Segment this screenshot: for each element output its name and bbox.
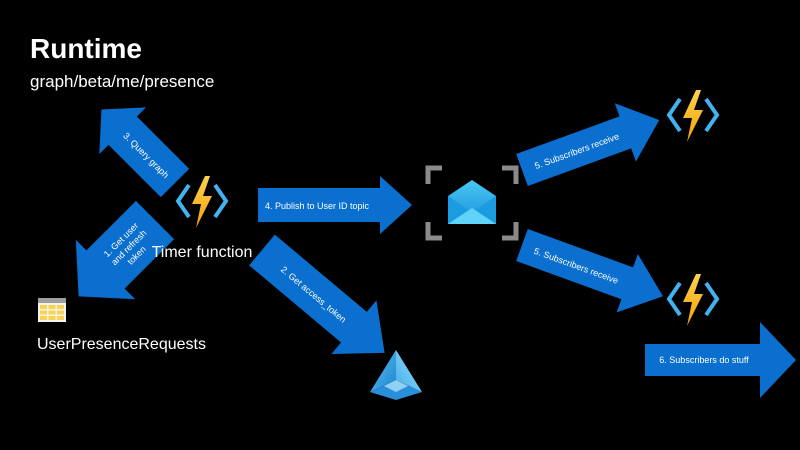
- page-subtitle: graph/beta/me/presence: [30, 72, 214, 91]
- subscribers-do-stuff-arrow: 6. Subscribers do stuff: [645, 322, 796, 398]
- subscriber-function-bottom-icon: [667, 272, 719, 328]
- timer-function-label: Timer function: [152, 244, 253, 261]
- publish-arrow: 4. Publish to User ID topic: [258, 176, 412, 234]
- subscribers-do-stuff-label: 6. Subscribers do stuff: [659, 355, 749, 365]
- subscribers-receive-top-arrow: 5. Subscribers receive: [516, 103, 660, 186]
- user-presence-requests-label: UserPresenceRequests: [37, 336, 206, 353]
- event-grid-topic-icon: [425, 165, 519, 241]
- query-graph-arrow: 3. Query graph: [99, 107, 190, 198]
- subscriber-function-top-icon: [667, 88, 719, 144]
- azure-active-directory-icon: [370, 350, 422, 400]
- publish-label: 4. Publish to User ID topic: [265, 201, 370, 211]
- timer-function-icon: [176, 174, 228, 230]
- page-title: Runtime: [30, 33, 142, 64]
- get-access-token-arrow: 2. Get access_token: [249, 234, 385, 354]
- table-storage-icon: [38, 298, 66, 322]
- subscribers-receive-bottom-arrow: 5. Subscribers receive: [516, 229, 663, 313]
